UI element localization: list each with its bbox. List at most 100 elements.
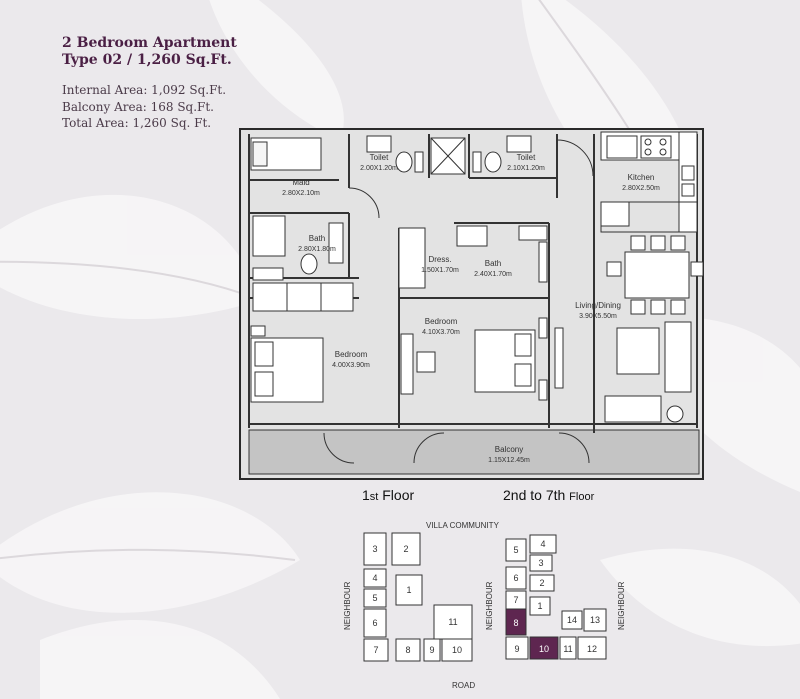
site-left-unit-9 [423,638,441,662]
site-right-unit-12 [577,636,607,660]
room-balcony-name: Balcony [495,445,523,454]
site-right-label-13: 13 [590,615,600,625]
site-right-unit-10 [529,636,559,660]
room-balcony-size: 1.15X12.45m [488,457,530,464]
room-toilet2-size: 2.10X1.20m [507,165,545,172]
room-bath2-name: Bath [485,259,501,268]
dining-table [606,235,704,315]
site-right-label-10: 10 [539,644,549,654]
first-floor-label: 1st Floor [362,487,414,503]
site-left-unit-3 [363,532,387,566]
site-left-label-3: 3 [372,544,377,554]
shaft [430,137,466,175]
bath-1-fixtures [252,215,344,281]
site-left-label-8: 8 [405,645,410,655]
site-right-unit-8 [505,608,527,636]
apartment-header: 2 Bedroom Apartment Type 02 / 1,260 Sq.F… [62,35,237,69]
wardrobe-dress [398,227,426,289]
site-right-label-1: 1 [537,601,542,611]
site-right-label-7: 7 [513,595,518,605]
site-left-unit-6 [363,608,387,638]
toilet-1-fixtures [366,135,424,173]
site-left-label-2: 2 [403,544,408,554]
internal-area: Internal Area: 1,092 Sq.Ft. [62,83,227,97]
site-right-label-11: 11 [563,644,572,654]
balcony-area: Balcony Area: 168 Sq.Ft. [62,99,214,114]
room-kitchen-name: Kitchen [628,173,655,182]
site-left-label-10: 10 [452,645,462,655]
site-right-unit-4 [529,534,557,554]
upper-floors-word: Floor [569,491,595,503]
room-bath1-size: 2.80X1.80m [298,246,336,253]
left-site-plan [363,532,473,662]
site-left-unit-4 [363,568,387,588]
site-right-unit-6 [505,566,527,590]
site-right-label-2: 2 [539,578,544,588]
toilet-2-fixtures [472,135,532,173]
apartment-title: 2 Bedroom Apartment [62,35,237,51]
site-right-label-9: 9 [514,644,519,654]
floor-plan: Maid 2.80X2.10m Toilet 2.00X1.20m Toilet… [239,128,704,480]
site-left-label-5: 5 [372,593,377,603]
site-left-unit-2 [391,532,421,566]
site-left-label-1: 1 [406,585,411,595]
site-left-unit-10 [441,638,473,662]
room-toilet1-name: Toilet [370,153,389,162]
wardrobe-left [252,282,354,312]
room-bedroom2-size: 4.00X3.90m [332,362,370,369]
site-right-label-5: 5 [513,545,518,555]
room-dress-name: Dress. [428,255,451,264]
site-left-unit-7 [363,638,389,662]
room-toilet2-name: Toilet [517,153,536,162]
desk-chair [400,333,436,395]
room-maid-name: Maid [292,178,309,187]
site-right-label-8: 8 [513,618,518,628]
site-right-unit-11 [559,636,577,660]
site-left-unit-1 [395,574,423,606]
first-floor-number: 1 [362,487,370,503]
upper-floors-label: 2nd to 7th Floor [503,487,594,503]
villa-community-label: VILLA COMMUNITY [426,521,500,530]
site-left-label-7: 7 [373,645,378,655]
upper-floors-range: 2nd to 7th [503,487,566,503]
neighbour-right-label: NEIGHBOUR [617,581,626,630]
site-left-label-4: 4 [372,573,377,583]
second-bed [250,325,324,403]
site-right-label-3: 3 [538,558,543,568]
site-right-label-12: 12 [587,644,597,654]
site-left-label-6: 6 [372,618,377,628]
first-floor-word: Floor [382,487,415,503]
room-maid-size: 2.80X2.10m [282,190,320,197]
balcony-area-fill [248,429,700,475]
site-right-unit-9 [505,636,529,660]
site-right-unit-14 [561,610,583,630]
room-dress-size: 1.50X1.70m [421,267,459,274]
bath-2-fixtures [456,225,548,283]
room-bath2-size: 2.40X1.70m [474,271,512,278]
neighbour-middle-label: NEIGHBOUR [485,581,494,630]
room-bath1-name: Bath [309,234,325,243]
site-left-label-9: 9 [429,645,434,655]
room-bedroom2-name: Bedroom [335,350,368,359]
site-left-unit-8 [395,638,421,662]
site-left-unit-5 [363,588,387,608]
apartment-type: Type 02 / 1,260 Sq.Ft. [62,52,232,68]
room-bedroom-master-name: Bedroom [425,317,458,326]
master-bed [474,317,548,401]
site-right-unit-3 [529,554,553,572]
room-toilet1-size: 2.00X1.20m [360,165,398,172]
site-right-unit-5 [505,538,527,562]
living-furniture [554,321,692,423]
room-bedroom-master-size: 4.10X3.70m [422,329,460,336]
road-label: ROAD [452,681,475,690]
first-floor-suffix: st [369,491,379,503]
site-right-unit-2 [529,574,555,592]
site-right-unit-13 [583,608,607,632]
kitchen-counter [600,131,698,233]
site-key-plans: VILLA COMMUNITY ROAD NEIGHBOUR NEIGHBOUR… [343,521,626,690]
right-site-plan [505,534,607,660]
neighbour-left-label: NEIGHBOUR [343,581,352,630]
site-left-label-11: 11 [448,617,457,627]
room-living-name: Living/Dining [575,301,621,310]
room-kitchen-size: 2.80X2.50m [622,185,660,192]
